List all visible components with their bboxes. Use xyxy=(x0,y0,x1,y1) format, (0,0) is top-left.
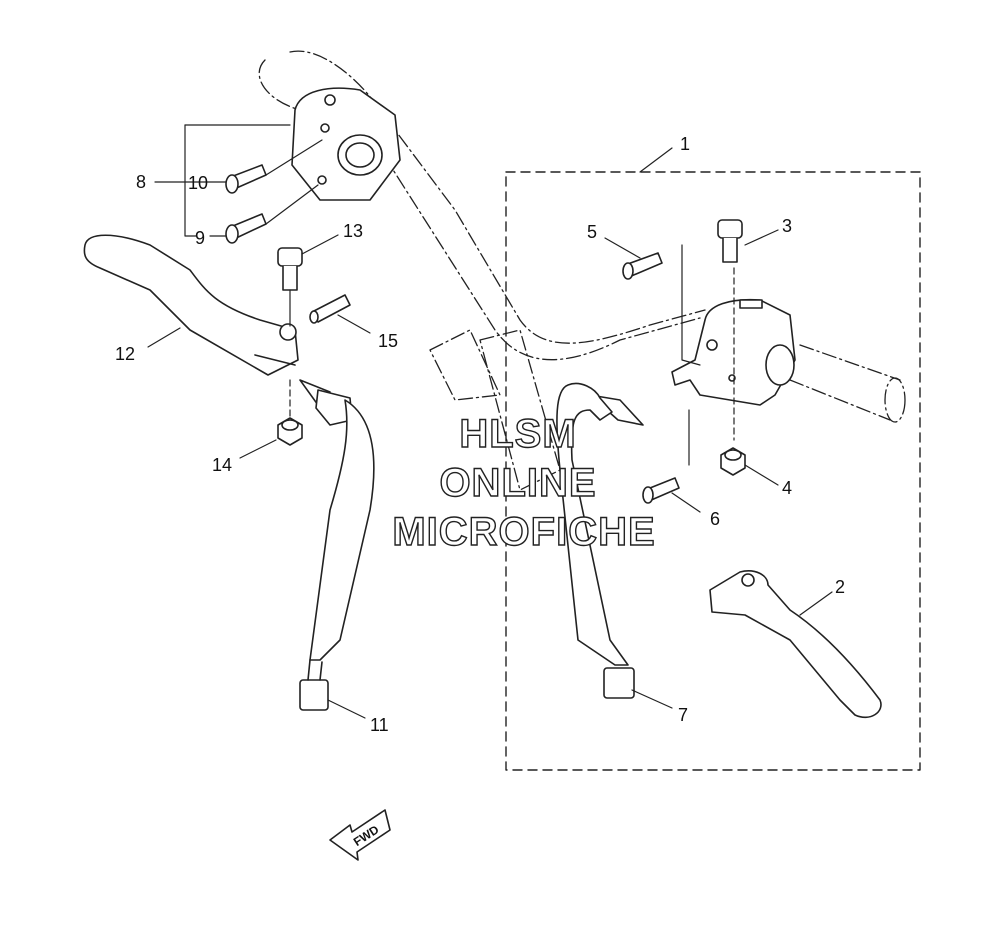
fwd-arrow-icon xyxy=(329,809,391,861)
nut-14 xyxy=(277,417,303,446)
bolt-3 xyxy=(717,219,743,263)
screw-5 xyxy=(622,252,663,280)
lever-holder-left xyxy=(291,87,401,201)
callout-8: 8 xyxy=(136,172,146,192)
bolt-13 xyxy=(277,247,303,291)
callout-6: 6 xyxy=(710,509,720,529)
callout-9: 9 xyxy=(195,228,205,248)
callout-13: 13 xyxy=(343,221,363,241)
callout-11: 11 xyxy=(370,715,389,735)
screw-9 xyxy=(225,213,267,244)
callout-14: 14 xyxy=(212,455,232,475)
lever-right xyxy=(709,570,882,719)
callout-2: 2 xyxy=(835,577,845,597)
nut-4 xyxy=(720,447,746,476)
callout-10: 10 xyxy=(188,173,208,193)
screw-6 xyxy=(642,477,680,504)
spring-15 xyxy=(309,294,351,324)
callout-5: 5 xyxy=(587,222,597,242)
callout-12: 12 xyxy=(115,344,135,364)
watermark-line-1: HLSM xyxy=(459,412,576,456)
switch-right xyxy=(556,382,644,699)
callout-labels: 1 2 3 4 5 6 7 8 9 10 11 12 13 14 15 xyxy=(115,134,845,735)
watermark-line-3: MICROFICHE xyxy=(392,510,655,554)
assembly-group-box xyxy=(505,171,921,771)
callout-3: 3 xyxy=(782,216,792,236)
switch-left xyxy=(299,379,375,711)
callout-1: 1 xyxy=(680,134,690,154)
watermark-line-2: ONLINE xyxy=(439,461,596,505)
watermark: HLSM ONLINE MICROFICHE xyxy=(392,411,656,554)
leader-lines xyxy=(147,124,833,719)
lever-left xyxy=(83,234,299,376)
callout-4: 4 xyxy=(782,478,792,498)
callout-15: 15 xyxy=(378,331,398,351)
callout-7: 7 xyxy=(678,705,688,725)
screw-10 xyxy=(225,164,267,194)
